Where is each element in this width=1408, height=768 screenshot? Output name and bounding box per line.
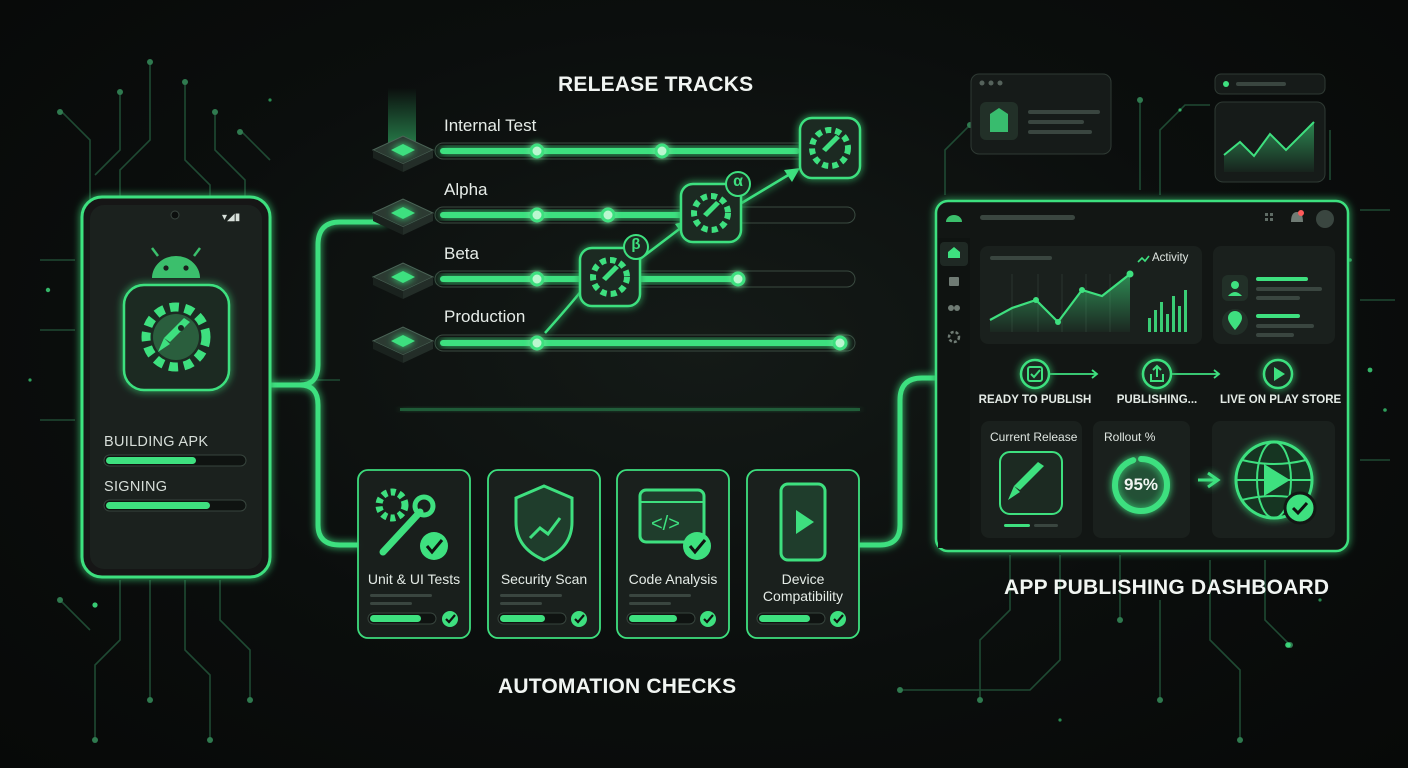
check-label-device-compatibility: Device Compatibility xyxy=(762,571,844,604)
track-label-internal-test: Internal Test xyxy=(444,116,537,135)
automation-checks-heading: AUTOMATION CHECKS xyxy=(498,675,737,698)
tracks-divider-glow xyxy=(400,408,860,411)
current-release-label: Current Release xyxy=(990,430,1078,444)
settings-icon xyxy=(947,330,961,344)
release-tracks xyxy=(371,88,862,363)
rollout-value: 95% xyxy=(1123,475,1159,494)
trend-icon xyxy=(1137,255,1150,263)
check-label-code-analysis: Code Analysis xyxy=(628,571,718,587)
circuit-traces-left xyxy=(40,60,340,740)
track-block-icons xyxy=(371,135,435,363)
floating-windows xyxy=(970,73,1326,183)
check-cards: </> xyxy=(357,469,860,639)
check-progress-fill xyxy=(759,615,810,622)
alpha-badge: α xyxy=(733,173,743,190)
rollout-ring xyxy=(1112,456,1170,514)
build-progress-fill xyxy=(106,457,196,464)
publish-step-icons xyxy=(1019,358,1294,390)
track-label-alpha: Alpha xyxy=(444,180,488,199)
release-tracks-heading: RELEASE TRACKS xyxy=(558,73,754,96)
building-apk-label: BUILDING APK xyxy=(104,434,209,450)
activity-label: Activity xyxy=(1152,252,1189,264)
track-label-beta: Beta xyxy=(444,244,479,263)
check-label-security-scan: Security Scan xyxy=(500,571,588,587)
globe-play-icon xyxy=(1234,440,1317,525)
check-label-unit-tests: Unit & UI Tests xyxy=(367,571,461,587)
rocket-badge-icon xyxy=(578,116,862,308)
rocket-icon xyxy=(1008,462,1044,500)
dashboard-window xyxy=(934,199,1350,553)
gear-wrench-icon xyxy=(375,488,448,560)
svg-text:▾◢▮: ▾◢▮ xyxy=(222,212,240,223)
rollout-label: Rollout % xyxy=(1104,430,1156,444)
pipeline-connectors xyxy=(267,219,939,548)
android-robot-icon xyxy=(151,247,201,278)
image-icon xyxy=(949,277,959,286)
svg-text:</>: </> xyxy=(651,513,680,535)
signing-label: SIGNING xyxy=(104,479,168,495)
location-pin-icon xyxy=(1228,311,1242,330)
step-publishing: PUBLISHING... xyxy=(1116,394,1198,406)
sign-progress-fill xyxy=(106,502,210,509)
check-progress-fill xyxy=(370,615,421,622)
code-window-icon: </> xyxy=(638,488,711,560)
app-gear-rocket-icon xyxy=(122,283,231,392)
sparkles xyxy=(28,98,1387,722)
circuit-traces-right xyxy=(900,100,1395,740)
step-ready-to-publish: READY TO PUBLISH xyxy=(978,394,1092,406)
shield-chart-icon xyxy=(514,484,574,562)
track-label-production: Production xyxy=(444,307,526,326)
step-live-on-play-store: LIVE ON PLAY STORE xyxy=(1220,394,1342,406)
check-progress-fill xyxy=(629,615,677,622)
phone: ▾◢▮ xyxy=(80,195,272,579)
check-progress-fill xyxy=(500,615,545,622)
circuit-nodes-left xyxy=(57,59,253,743)
beta-badge: β xyxy=(631,236,641,253)
phone-progress xyxy=(103,454,247,512)
dashboard-heading: APP PUBLISHING DASHBOARD xyxy=(1004,576,1330,599)
phone-play-icon xyxy=(779,482,827,562)
home-icon xyxy=(948,247,960,258)
